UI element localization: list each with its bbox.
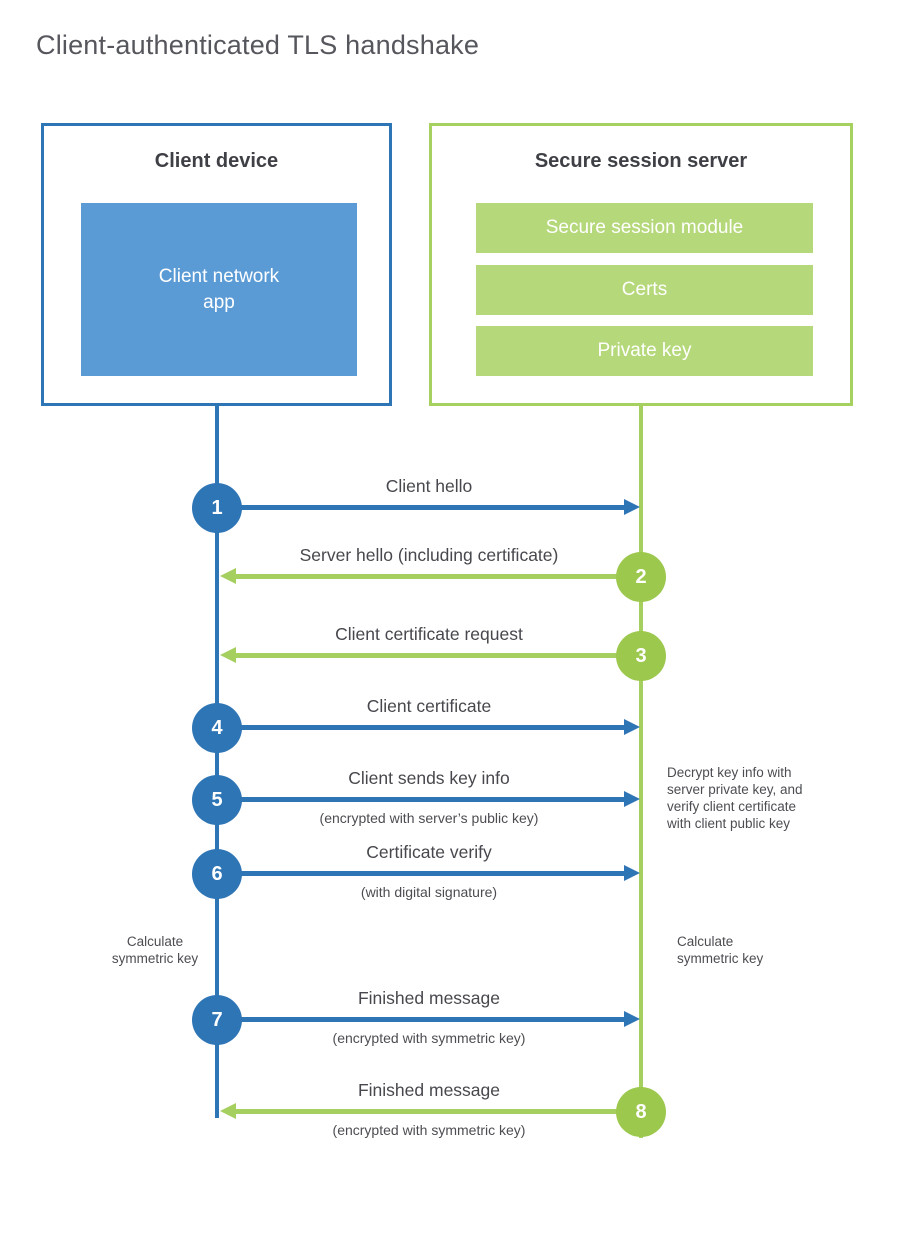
message-label-8: Finished message <box>357 1080 501 1100</box>
client-device-title: Client device <box>154 150 279 172</box>
arrow-client-to-server-5 <box>217 791 640 807</box>
arrow-server-to-client-3 <box>220 647 641 663</box>
client-lifeline <box>215 406 219 1118</box>
message-label-5: Client sends key info <box>348 768 510 788</box>
calculate-symmetric-key-client: Calculate symmetric key <box>111 934 199 966</box>
server-box: Secure session server Secure session mod… <box>429 123 853 406</box>
arrow-server-to-client-2 <box>220 568 641 584</box>
page-title: Client-authenticated TLS handshake <box>36 30 480 60</box>
server-box-title: Secure session server <box>534 150 748 172</box>
arrow-client-to-server-7 <box>217 1011 640 1027</box>
server-lifeline <box>639 406 643 1138</box>
message-label-3: Client certificate request <box>335 624 523 644</box>
step-circle-7: 7 <box>192 995 242 1045</box>
message-sublabel-8: (encrypted with symmetric key) <box>332 1122 526 1138</box>
message-label-2: Server hello (including certificate) <box>299 545 559 565</box>
decrypt-key-note: Decrypt key info with server private key… <box>667 765 803 831</box>
message-sublabel-5: (encrypted with server’s public key) <box>319 810 539 826</box>
step-circle-3: 3 <box>616 631 666 681</box>
client-network-app-box: Client network app <box>81 203 357 376</box>
arrow-client-to-server-1 <box>217 499 640 515</box>
step-circle-8: 8 <box>616 1087 666 1137</box>
step-circle-2: 2 <box>616 552 666 602</box>
server-module-secure-session: Secure session module <box>476 203 813 253</box>
step-circle-5: 5 <box>192 775 242 825</box>
message-label-7: Finished message <box>357 988 501 1008</box>
arrow-server-to-client-8 <box>220 1103 641 1119</box>
client-device-box: Client device Client network app <box>41 123 392 406</box>
step-circle-6: 6 <box>192 849 242 899</box>
server-module-certs: Certs <box>476 265 813 315</box>
calculate-symmetric-key-server: Calculate symmetric key <box>677 934 764 966</box>
message-label-6: Certificate verify <box>366 842 492 862</box>
step-circle-1: 1 <box>192 483 242 533</box>
server-module-private-key: Private key <box>476 326 813 376</box>
arrow-client-to-server-4 <box>217 719 640 735</box>
step-circle-4: 4 <box>192 703 242 753</box>
message-sublabel-6: (with digital signature) <box>360 884 498 900</box>
message-label-4: Client certificate <box>366 696 492 716</box>
message-label-1: Client hello <box>385 476 473 496</box>
message-sublabel-7: (encrypted with symmetric key) <box>332 1030 526 1046</box>
arrow-client-to-server-6 <box>217 865 640 881</box>
